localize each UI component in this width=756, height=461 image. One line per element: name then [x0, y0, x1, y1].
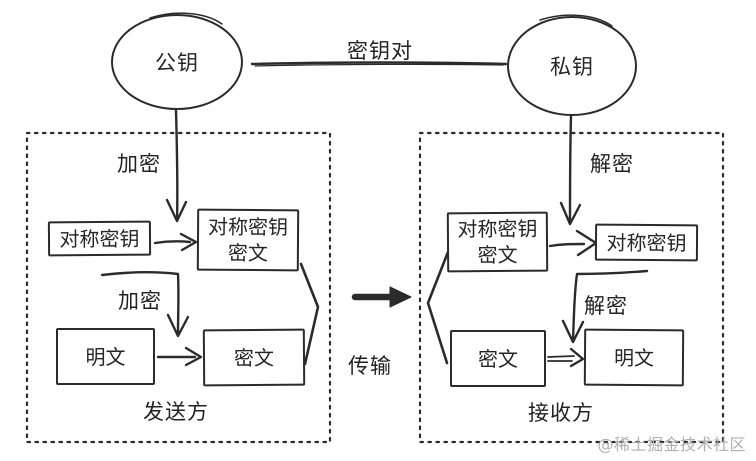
receiver-dashed-border	[418, 131, 725, 444]
sender-encrypt-elbow-head	[166, 313, 190, 338]
receiver-decrypt-label-1: 解密	[590, 152, 634, 176]
receiver-ciphertext-arrow-line1	[547, 355, 575, 358]
public-key-label: 公钥	[155, 51, 199, 75]
key-pair-line	[250, 61, 508, 66]
sender-symkey-arrow-line	[153, 240, 192, 245]
receiver-title: 接收方	[528, 401, 594, 425]
public-key-node: 公钥	[111, 14, 243, 110]
receiver-symcipher-arrow-line	[548, 242, 586, 248]
receiver-symmetric-key-box: 对称密钥	[594, 223, 699, 262]
transmission-label: 传输	[348, 354, 392, 378]
receiver-input-bracket	[426, 250, 450, 365]
public-key-encrypt-arrow-head	[165, 198, 188, 223]
receiver-ciphertext-box: 密文	[450, 330, 546, 387]
sender-plaintext-arrow-head	[184, 346, 203, 367]
private-key-decrypt-arrow-head	[559, 201, 582, 226]
sender-symmetric-key-box: 对称密钥	[47, 220, 152, 257]
sender-dashed-border	[25, 131, 332, 444]
private-key-decrypt-arrow-line	[568, 114, 573, 225]
receiver-plaintext-box: 明文	[583, 328, 685, 387]
sender-title: 发送方	[143, 400, 209, 424]
sender-encrypt-label-2: 加密	[118, 289, 162, 313]
public-key-encrypt-arrow-line	[174, 108, 179, 222]
receiver-decrypt-label-2: 解密	[584, 294, 628, 318]
receiver-ciphertext-arrow-head	[569, 347, 585, 368]
sender-plaintext-box: 明文	[56, 328, 155, 385]
key-pair-line-2	[254, 63, 504, 67]
watermark-text: @稀土掘金技术社区	[597, 435, 746, 454]
private-key-label: 私钥	[550, 55, 594, 79]
transmission-arrow-head	[389, 286, 412, 308]
sender-output-bracket	[299, 262, 320, 366]
sender-ciphertext-box: 密文	[202, 328, 306, 387]
receiver-decrypt-elbow-arrow	[571, 269, 649, 342]
sender-encrypt-label-1: 加密	[117, 152, 161, 176]
key-pair-label: 密钥对	[347, 39, 413, 63]
receiver-symmetric-key-cipher-box: 对称密钥 密文	[446, 211, 549, 273]
sender-encrypt-elbow-arrow	[100, 271, 180, 336]
sender-symmetric-key-cipher-box: 对称密钥 密文	[196, 208, 300, 272]
sender-symkey-arrow-head	[179, 232, 198, 252]
receiver-decrypt-elbow-head	[561, 319, 585, 344]
private-key-node: 私钥	[507, 16, 637, 116]
